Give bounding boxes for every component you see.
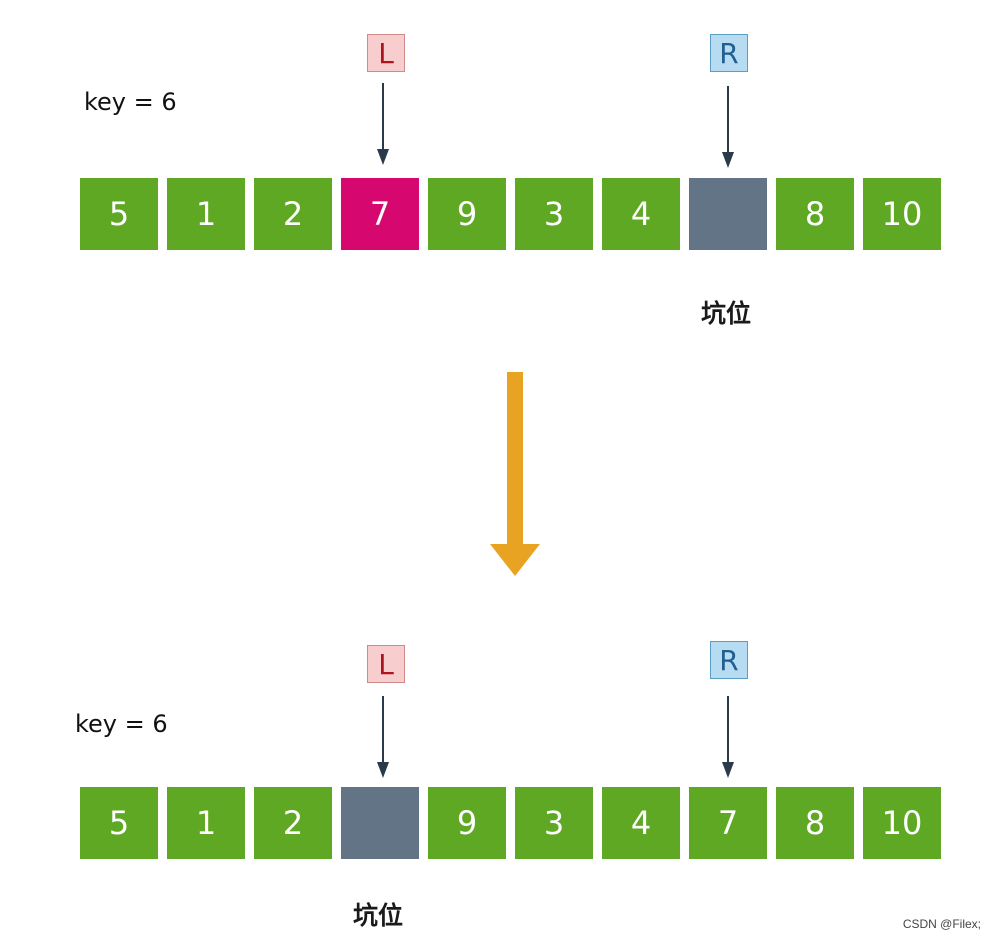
array-cell-empty-pit xyxy=(689,178,767,250)
array-cell: 7 xyxy=(341,178,419,250)
array-cell-empty-pit xyxy=(341,787,419,859)
right-pointer-marker-before: R xyxy=(710,34,748,72)
array-cell: 7 xyxy=(689,787,767,859)
array-cell: 8 xyxy=(776,178,854,250)
transition-down-arrow xyxy=(490,372,540,576)
array-cell: 5 xyxy=(80,178,158,250)
array-cell: 8 xyxy=(776,787,854,859)
array-cell: 5 xyxy=(80,787,158,859)
array-cell: 2 xyxy=(254,787,332,859)
array-cell: 4 xyxy=(602,178,680,250)
left-pointer-marker-before: L xyxy=(367,34,405,72)
array-cell: 4 xyxy=(602,787,680,859)
array-cell: 9 xyxy=(428,178,506,250)
right-pointer-arrow-before xyxy=(722,86,734,168)
right-pointer-arrow-after xyxy=(722,696,734,778)
array-cell: 10 xyxy=(863,787,941,859)
array-cell: 9 xyxy=(428,787,506,859)
watermark: CSDN @Filex; xyxy=(902,917,981,931)
array-cell: 3 xyxy=(515,178,593,250)
left-pointer-marker-after: L xyxy=(367,645,405,683)
array-cell: 1 xyxy=(167,787,245,859)
array-cell: 1 xyxy=(167,178,245,250)
key-label-after: key = 6 xyxy=(75,710,168,738)
array-cell: 10 xyxy=(863,178,941,250)
key-label-before: key = 6 xyxy=(84,88,177,116)
left-pointer-arrow-after xyxy=(377,696,389,778)
array-cell: 2 xyxy=(254,178,332,250)
pit-label-after: 坑位 xyxy=(353,901,404,930)
pit-label-before: 坑位 xyxy=(701,299,752,328)
array-cell: 3 xyxy=(515,787,593,859)
right-pointer-marker-after: R xyxy=(710,641,748,679)
left-pointer-arrow-before xyxy=(377,83,389,165)
